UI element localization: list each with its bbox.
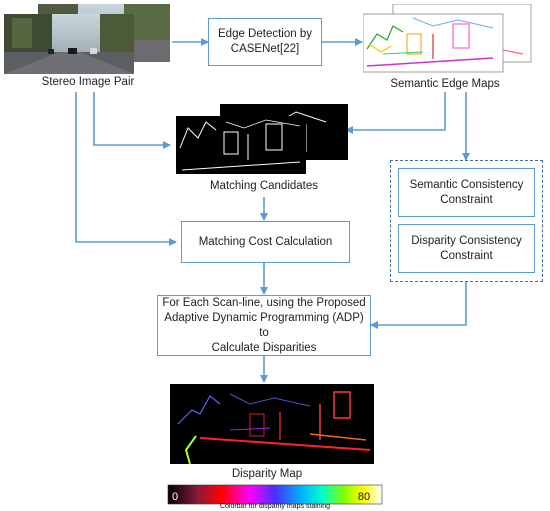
disparity-consistency-line2: Constraint xyxy=(440,249,493,262)
colorbar-max: 80 xyxy=(358,491,370,503)
matching-cost-box: Matching Cost Calculation xyxy=(181,221,350,263)
arrow-stereo-to-cost xyxy=(75,92,177,246)
semantic-consistency-box: Semantic Consistency Constraint xyxy=(398,168,535,217)
disparity-map-image xyxy=(170,384,374,464)
candidates-front-image xyxy=(176,116,306,174)
matching-candidates xyxy=(176,104,348,174)
edge-detection-line2: CASENet[22] xyxy=(230,43,300,55)
edge-detection-line1: Edge Detection by xyxy=(218,28,312,40)
colorbar-caption: Colorbar for disparity maps staining xyxy=(220,503,330,510)
adp-box: For Each Scan-line, using the Proposed A… xyxy=(157,295,371,356)
arrow-constraints-to-adp xyxy=(370,282,467,329)
disparity-consistency-box: Disparity Consistency Constraint xyxy=(398,224,535,273)
semantic-consistency-line1: Semantic Consistency xyxy=(409,178,524,191)
stereo-left-image xyxy=(4,14,134,74)
colorbar-min: 0 xyxy=(172,491,178,503)
edge-detection-box: Edge Detection by CASENet[22] xyxy=(208,18,322,66)
adp-line1: For Each Scan-line, using the Proposed xyxy=(162,296,366,309)
colorbar-gradient xyxy=(167,484,383,505)
disparity-map-label: Disparity Map xyxy=(231,468,303,480)
matching-candidates-label: Matching Candidates xyxy=(209,180,319,192)
stereo-image-pair xyxy=(4,4,170,74)
semantic-edge-maps-label: Semantic Edge Maps xyxy=(390,78,500,90)
stereo-pair-label: Stereo Image Pair xyxy=(41,76,135,88)
arrow-stereo-to-candidates xyxy=(93,92,171,149)
adp-line3: Calculate Disparities xyxy=(211,341,317,354)
arrow-semantic-to-candidates xyxy=(345,92,446,134)
semantic-edge-map-front xyxy=(363,13,504,73)
adp-line2: Adaptive Dynamic Programming (ADP) to xyxy=(164,311,364,339)
constraints-group xyxy=(390,160,543,282)
semantic-edge-maps xyxy=(363,4,532,73)
matching-cost-label: Matching Cost Calculation xyxy=(198,235,333,248)
disparity-consistency-line1: Disparity Consistency xyxy=(411,234,522,247)
semantic-consistency-line2: Constraint xyxy=(440,193,493,206)
colorbar: 0 Colorbar for disparity maps staining 8… xyxy=(167,484,383,510)
